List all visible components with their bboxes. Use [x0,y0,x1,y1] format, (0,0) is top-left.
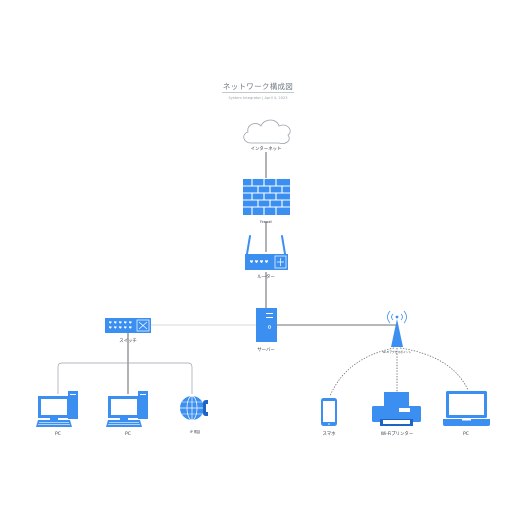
diagram-subtitle: System Integrator | April 4, 2023 [228,96,287,100]
server-icon [256,308,277,342]
link-wireless-clients [329,347,469,397]
firewall-label: Firewall [260,220,272,224]
switch-icon [105,318,151,333]
pc2-label: PC [125,431,131,437]
router-icon [245,235,288,270]
desktop-pc-icon [106,391,148,427]
diagram-title: ネットワーク構成図 [223,81,293,91]
smartphone-label: スマホ [322,431,336,437]
connections [57,152,469,397]
server-label: サーバー [257,347,275,353]
firewall-node[interactable]: Firewall [243,179,290,224]
pc1-node[interactable]: PC [36,391,78,437]
internet-node[interactable]: インターネット [243,119,291,152]
antenna-icon [387,310,407,347]
laptop-label: PC [463,431,469,437]
printer-icon [372,392,421,426]
smartphone-node[interactable]: スマホ [321,398,337,437]
switch-node[interactable]: スイッチ [105,318,151,344]
server-node[interactable]: サーバー [256,308,277,353]
router-node[interactable]: ルーター [245,235,288,280]
access-point-label: Wi-Fiアクセスポイント [383,350,412,354]
access-point-node[interactable]: Wi-Fiアクセスポイント [383,310,412,354]
pc1-label: PC [55,431,61,437]
pc2-node[interactable]: PC [106,391,148,437]
switch-label: スイッチ [119,338,137,344]
ip-phone-label: IP 電話 [190,429,201,434]
router-label: ルーター [257,273,275,280]
printer-label: Wi-Fiプリンター [381,430,413,437]
cloud-icon [243,119,291,144]
smartphone-icon [321,398,337,426]
ip-phone-icon [180,395,208,421]
laptop-icon [443,391,490,426]
desktop-pc-icon [36,391,78,427]
link-switch-clients [57,333,193,394]
firewall-icon [243,179,290,215]
laptop-node[interactable]: PC [443,391,490,437]
ip-phone-node[interactable]: IP 電話 [180,395,208,434]
printer-node[interactable]: Wi-Fiプリンター [372,392,421,437]
internet-label: インターネット [251,145,282,152]
